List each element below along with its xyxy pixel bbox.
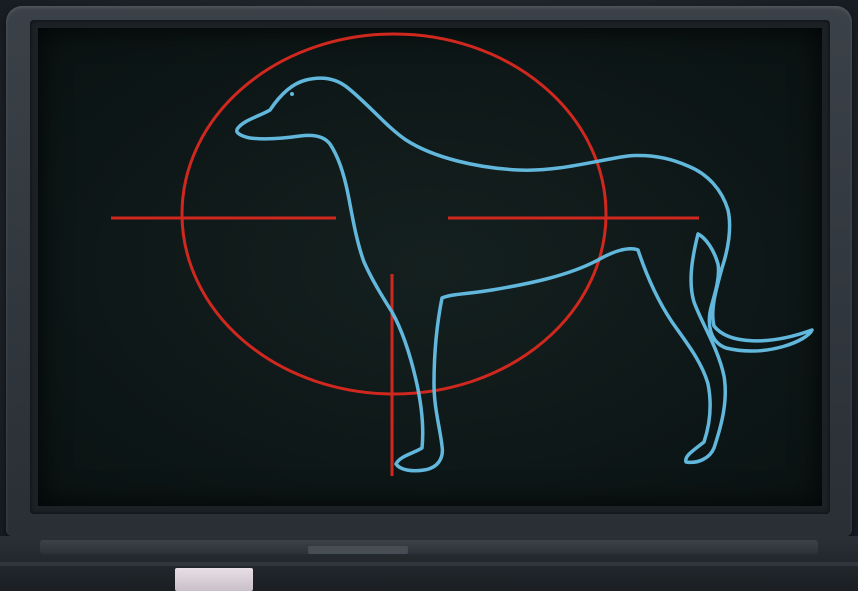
screen-drawing <box>38 28 822 506</box>
laptop-latch <box>175 568 253 591</box>
laptop-screen <box>38 28 822 506</box>
screen-bezel <box>30 20 830 514</box>
laptop-base <box>0 536 858 591</box>
laptop-lid <box>6 6 852 536</box>
target-circle-icon <box>182 34 606 394</box>
base-edge <box>0 562 858 566</box>
laptop-hinge <box>40 540 818 554</box>
dog-eye-icon <box>290 92 294 96</box>
hinge-notch <box>308 546 408 554</box>
dog-outline-icon <box>237 78 812 471</box>
